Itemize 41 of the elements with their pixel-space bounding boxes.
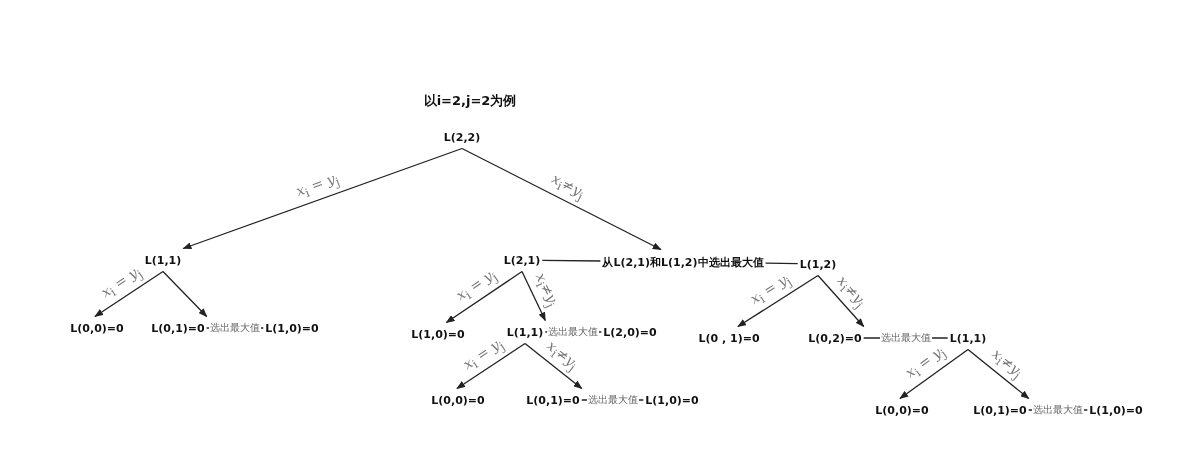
node-label: L(0,2)=0 xyxy=(806,326,864,350)
arrow xyxy=(899,348,969,400)
edge-label: 选出最大值 xyxy=(586,395,639,405)
arrow xyxy=(445,270,523,324)
edge-label: 选出最大值 xyxy=(1032,405,1084,415)
arrow xyxy=(456,342,526,390)
arrow xyxy=(737,274,819,328)
node-label: L(1,2) xyxy=(797,252,839,276)
arrow xyxy=(521,270,546,322)
node-label: L(1,0)=0 xyxy=(643,388,701,412)
node-label: L(1,0)=0 xyxy=(263,316,321,340)
node-label: L(2,1) xyxy=(501,248,543,272)
connector-line xyxy=(764,262,799,265)
node-label: L(0 , 1)=0 xyxy=(696,326,762,350)
arrow xyxy=(162,270,208,318)
arrow xyxy=(182,147,463,250)
arrow xyxy=(94,270,164,318)
arrow xyxy=(817,274,865,328)
arrow xyxy=(967,348,1030,400)
node-label: L(1,0)=0 xyxy=(1087,398,1145,422)
edge-label: x$_{i}$ = y$_{j}$ xyxy=(294,170,342,203)
node-label: L(0,1)=0 xyxy=(524,388,582,412)
node-label: L(2,0)=0 xyxy=(601,320,659,344)
node-label: L(1,1) xyxy=(947,326,989,350)
node-label: L(0,1)=0 xyxy=(971,398,1029,422)
edge-label: 选出最大值 xyxy=(879,333,932,343)
arrow xyxy=(461,147,662,251)
arrow xyxy=(524,342,583,390)
title: 以i=2,j=2为例 xyxy=(423,92,517,110)
node-label: L(0,0)=0 xyxy=(68,316,126,340)
node-label: L(1,1) xyxy=(142,248,184,272)
node-label: L(1,1) xyxy=(504,320,546,344)
node-label: 从L(2,1)和L(1,2)中选出最大值 xyxy=(600,249,766,275)
edge-label: 选出最大值 xyxy=(547,327,600,337)
node-label: L(0,0)=0 xyxy=(873,398,931,422)
edge-label: 选出最大值 xyxy=(209,323,261,333)
connector-line xyxy=(541,259,602,262)
node-label: L(2,2) xyxy=(441,125,483,149)
node-label: L(1,0)=0 xyxy=(409,322,467,346)
node-label: L(0,0)=0 xyxy=(429,388,487,412)
node-label: L(0,1)=0 xyxy=(149,316,207,340)
